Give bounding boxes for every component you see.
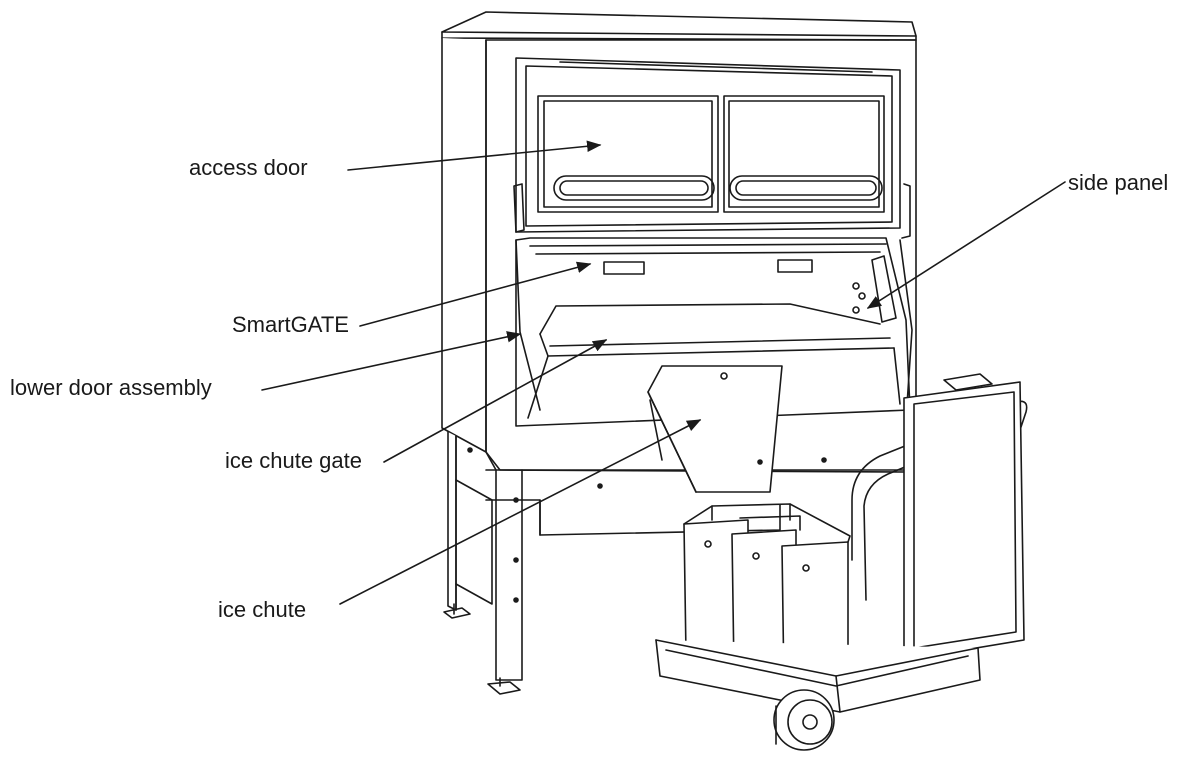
ice-cart — [655, 373, 1028, 751]
access-door — [513, 57, 911, 239]
leader-ice-chute-gate — [383, 339, 608, 463]
label-side-panel: side panel — [1068, 170, 1169, 195]
label-ice-chute-gate: ice chute gate — [225, 448, 362, 473]
leader-ice-chute — [339, 419, 702, 605]
label-lower-door-assembly: lower door assembly — [10, 375, 212, 400]
label-smartgate: SmartGATE — [232, 312, 349, 337]
label-access-door: access door — [189, 155, 308, 180]
leader-lines — [261, 140, 1066, 605]
leader-smartgate — [359, 261, 592, 327]
ice-chute — [647, 365, 783, 493]
leader-access-door — [347, 140, 602, 171]
leader-side-panel — [866, 181, 1066, 309]
label-ice-chute: ice chute — [218, 597, 307, 622]
bin-legs — [443, 431, 827, 695]
leader-lower-door-assembly — [261, 331, 522, 391]
